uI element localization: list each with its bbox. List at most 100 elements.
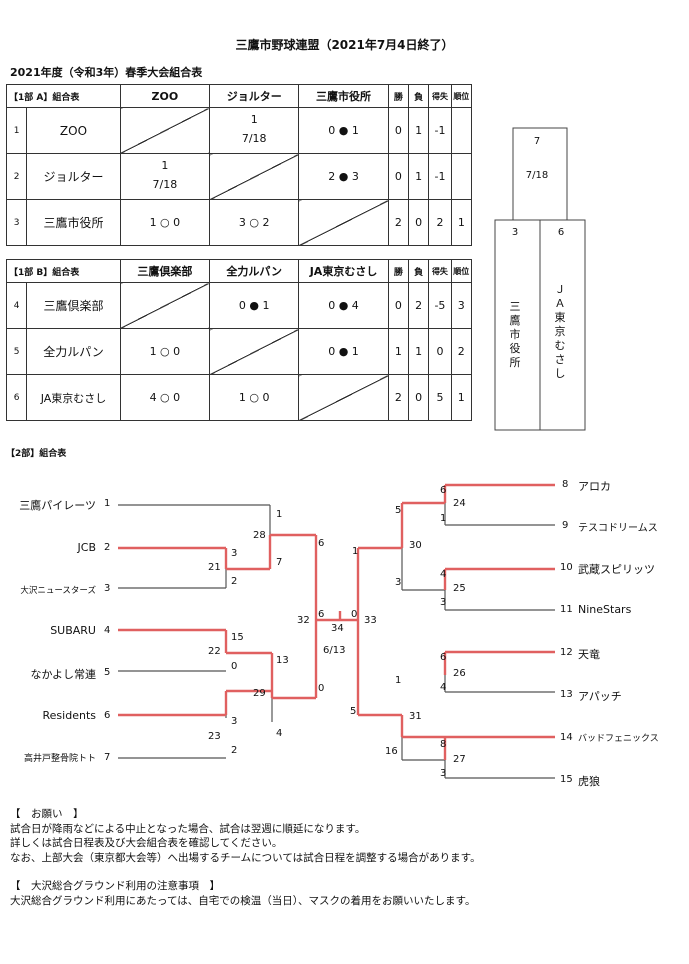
team-seed: 13 xyxy=(560,689,573,700)
game-number: 34 xyxy=(331,623,344,634)
run-diff: -1 xyxy=(428,153,452,200)
rank xyxy=(450,153,473,200)
table-row: 5 全力ルパン 1 ○ 0 0 ● 1 1 1 0 2 xyxy=(5,328,473,375)
losses: 1 xyxy=(407,328,430,375)
group-b-col-header: 全力ルパン xyxy=(209,259,300,283)
win-header: 勝 xyxy=(387,84,410,108)
team-label: アパッチ xyxy=(578,690,622,703)
notes-heading: 【 お願い 】 xyxy=(10,808,84,820)
team-seed: 9 xyxy=(562,520,569,531)
game-number: 27 xyxy=(453,754,466,765)
row-number: 5 xyxy=(5,328,28,375)
team-seed: 8 xyxy=(562,479,569,490)
match-cell: 0 ● 1 xyxy=(209,282,300,329)
team-seed: 5 xyxy=(104,667,111,678)
div2-bracket xyxy=(118,483,555,779)
score: 1 xyxy=(276,509,283,520)
run-diff: 2 xyxy=(428,199,452,246)
team-seed: 7 xyxy=(104,752,111,763)
loss-header: 負 xyxy=(408,84,430,108)
row-number: 4 xyxy=(5,282,28,329)
score: 2 xyxy=(231,576,238,587)
game-number: 30 xyxy=(409,540,422,551)
self-cell xyxy=(209,153,300,200)
group-a-table: 【1部 A】組合表 ZOO ジョルター 三鷹市役所 勝 負 得失 順位 1 ZO… xyxy=(5,84,473,246)
game-number: 25 xyxy=(453,583,466,594)
team-name: JA東京むさし xyxy=(26,374,121,421)
match-cell: 1 ○ 0 xyxy=(209,374,300,421)
score: 5 xyxy=(350,706,357,717)
match-cell: 0 ● 4 xyxy=(298,282,389,329)
team-seed: 14 xyxy=(560,732,573,743)
losses: 2 xyxy=(407,282,430,329)
game-number: 26 xyxy=(453,668,466,679)
game-number: 24 xyxy=(453,498,466,509)
notes-line: 大沢総合グラウンド利用にあたっては、自宅での検温（当日）、マスクの着用をお願いい… xyxy=(10,894,476,907)
team-name: 全力ルパン xyxy=(26,328,121,375)
diff-header: 得失 xyxy=(428,84,452,108)
team-seed: 3 xyxy=(104,583,111,594)
team-name: ジョルター xyxy=(26,153,121,200)
score: 6 xyxy=(440,652,447,663)
table-row: 4 三鷹倶楽部 0 ● 1 0 ● 4 0 2 -5 3 xyxy=(5,282,473,329)
score: 0 xyxy=(318,683,325,694)
team-label: 三鷹パイレーツ xyxy=(19,499,96,512)
page-subtitle: 2021年度（令和3年）春季大会組合表 xyxy=(10,66,203,79)
notes-heading: 【 大沢総合グラウンド利用の注意事項 】 xyxy=(10,880,220,892)
self-cell xyxy=(119,107,211,154)
team-seed: 1 xyxy=(104,498,111,509)
final-1-right-seed: 6 xyxy=(557,227,565,238)
game-number: 22 xyxy=(208,646,221,657)
score: 3 xyxy=(395,577,402,588)
group-b-col-header: 三鷹倶楽部 xyxy=(119,259,211,283)
win-header: 勝 xyxy=(387,259,409,283)
group-a-col-header: ZOO xyxy=(119,84,211,108)
team-seed: 10 xyxy=(560,562,573,573)
losses: 0 xyxy=(407,374,430,421)
team-label: なかよし常連 xyxy=(30,668,96,681)
group-a-col-header: ジョルター xyxy=(209,84,300,108)
game-number: 33 xyxy=(364,615,377,626)
score: 3 xyxy=(231,548,238,559)
match-cell: 2 ● 3 xyxy=(298,153,389,200)
team-label: バッドフェニックス xyxy=(578,734,659,744)
team-seed: 15 xyxy=(560,774,573,785)
score: 3 xyxy=(440,768,447,779)
losses: 1 xyxy=(408,107,430,154)
score: 8 xyxy=(440,739,447,750)
score: 4 xyxy=(440,569,447,580)
team-label: NineStars xyxy=(578,603,632,616)
final-1-right-team: ＪＡ東京むさし xyxy=(554,283,566,380)
team-label: テスコドリームス xyxy=(578,523,658,534)
score: 4 xyxy=(440,682,447,693)
row-number: 1 xyxy=(5,107,28,154)
team-seed: 11 xyxy=(560,604,573,615)
rank xyxy=(450,107,473,154)
row-number: 6 xyxy=(5,374,28,421)
score: 4 xyxy=(276,728,283,739)
score: 3 xyxy=(440,597,447,608)
team-label: 天竜 xyxy=(578,648,600,661)
team-name: 三鷹市役所 xyxy=(26,199,121,246)
notes-line: 詳しくは試合日程表及び大会組合表を確認してください。 xyxy=(10,837,283,849)
run-diff: 5 xyxy=(428,374,452,421)
score: 7 xyxy=(276,557,283,568)
team-seed: 6 xyxy=(104,710,111,721)
row-number: 3 xyxy=(5,199,28,246)
match-cell: 4 ○ 0 xyxy=(119,374,211,421)
group-a-label: 【1部 A】組合表 xyxy=(6,84,121,108)
game-number: 29 xyxy=(253,688,266,699)
team-label: 大沢ニュースターズ xyxy=(20,586,96,596)
rank: 1 xyxy=(450,199,473,246)
run-diff: -1 xyxy=(428,107,452,154)
rank: 3 xyxy=(450,282,473,329)
rank: 1 xyxy=(450,374,473,421)
notes: 【 お願い 】 試合日が降雨などによる中止となった場合、試合は翌週に順延になりま… xyxy=(10,807,481,908)
team-seed: 2 xyxy=(104,542,111,553)
team-seed: 4 xyxy=(104,625,111,636)
group-b-label: 【1部 B】組合表 xyxy=(6,259,121,283)
